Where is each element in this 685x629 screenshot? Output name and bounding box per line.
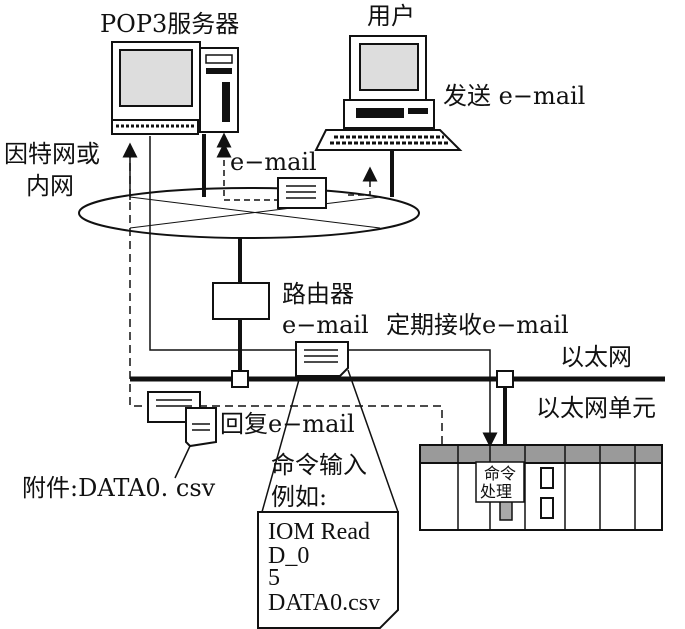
router-icon [212, 282, 270, 320]
cmd-processing-box [475, 461, 525, 503]
reply-email-label: 回复e−mail [220, 410, 355, 438]
command-line: D_0 [268, 543, 309, 569]
internet-label-line1: 因特网或 [4, 140, 100, 168]
ethernet-unit-label: 以太网单元 [536, 394, 656, 422]
ethernet-label: 以太网 [560, 343, 632, 371]
internet-label-line2: 内网 [26, 172, 74, 200]
internet-cloud [78, 187, 420, 239]
reply-envelope-icon [147, 391, 217, 448]
command-line: IOM Read [268, 519, 370, 545]
command-paper [257, 511, 399, 629]
email-up-label: e−mail [230, 148, 317, 176]
bus-tap [496, 370, 514, 388]
pop3-server-icon [111, 41, 239, 135]
send-email-label: 发送 e−mail [443, 82, 585, 110]
attachment-label: 附件:DATA0. csv [22, 474, 216, 502]
router-email-label: e−mail [282, 311, 369, 339]
cmd-processing-line1: 命令 [484, 464, 516, 483]
command-input-line2: 例如: [271, 483, 327, 511]
command-line: 5 [268, 565, 280, 591]
pop3-server-label: POP3服务器 [100, 10, 239, 38]
keyboard-icon [314, 129, 463, 151]
periodic-receive-label: 定期接收e−mail [386, 311, 569, 339]
envelope-icon [295, 341, 349, 377]
cmd-processing-line2: 处理 [480, 482, 512, 501]
router-label: 路由器 [282, 280, 354, 308]
command-line: DATA0.csv [268, 590, 380, 616]
user-label: 用户 [367, 2, 415, 30]
plc-icon [419, 444, 663, 531]
bus-tap [231, 370, 249, 388]
command-input-line1: 命令输入 [271, 451, 367, 479]
user-computer-icon [314, 35, 463, 151]
envelope-icon [277, 177, 327, 209]
